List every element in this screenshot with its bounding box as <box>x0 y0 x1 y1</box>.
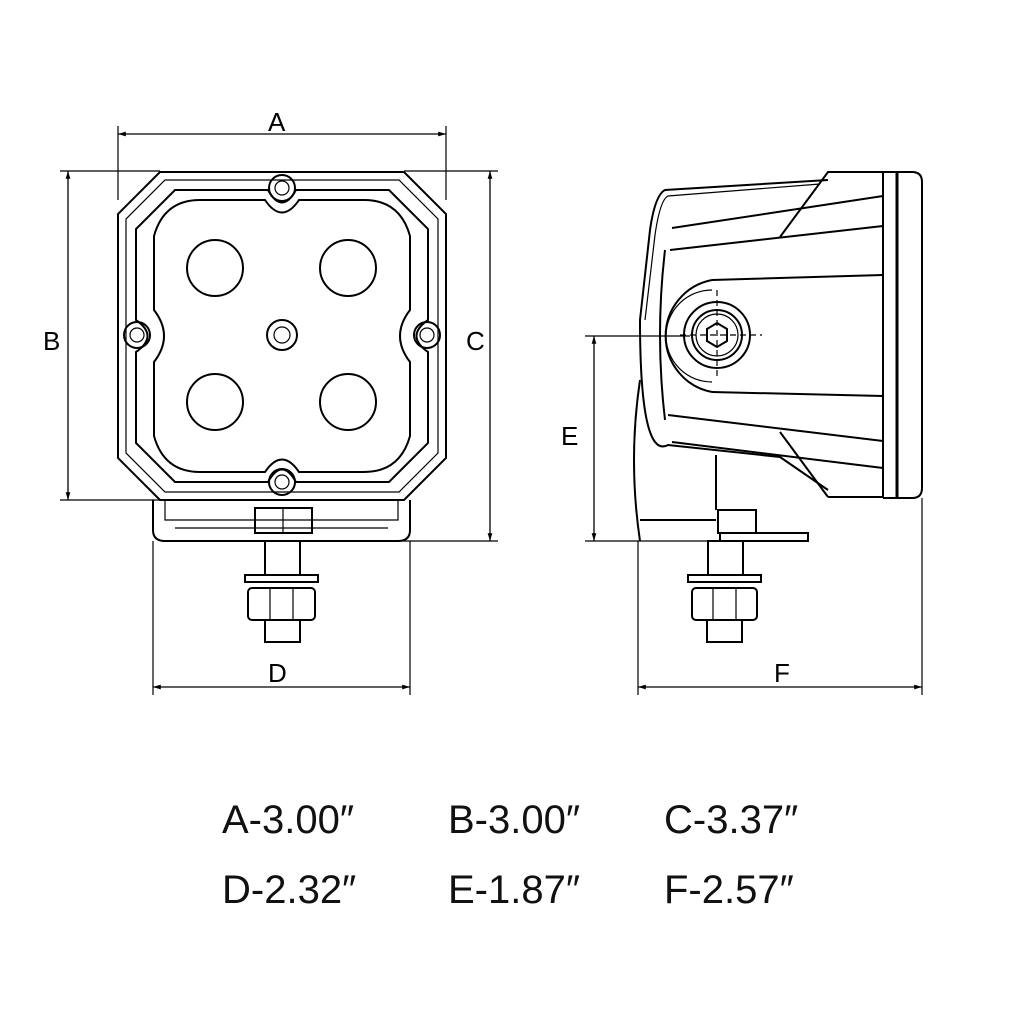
dim-label-a: A <box>268 107 286 137</box>
screw-icon <box>123 174 441 496</box>
spec-f: F-2.57″ <box>664 868 794 912</box>
led-top-right <box>319 239 377 297</box>
led-bottom-left <box>186 373 244 431</box>
dim-label-b: B <box>43 326 60 356</box>
dim-label-d: D <box>268 658 287 688</box>
dim-label-e: E <box>561 421 578 451</box>
spec-a: A-3.00″ <box>222 798 355 842</box>
spec-c: C-3.37″ <box>664 798 799 842</box>
dimension-lines <box>60 126 923 695</box>
dim-label-c: C <box>466 326 485 356</box>
hex-bolt-icon <box>706 321 728 349</box>
dim-label-f: F <box>774 658 790 688</box>
spec-d: D-2.32″ <box>222 868 357 912</box>
led-top-left <box>186 239 244 297</box>
side-view <box>633 171 923 643</box>
front-view <box>117 171 447 643</box>
spec-e: E-1.87″ <box>448 868 581 912</box>
spec-b: B-3.00″ <box>448 798 581 842</box>
led-bottom-right <box>319 373 377 431</box>
